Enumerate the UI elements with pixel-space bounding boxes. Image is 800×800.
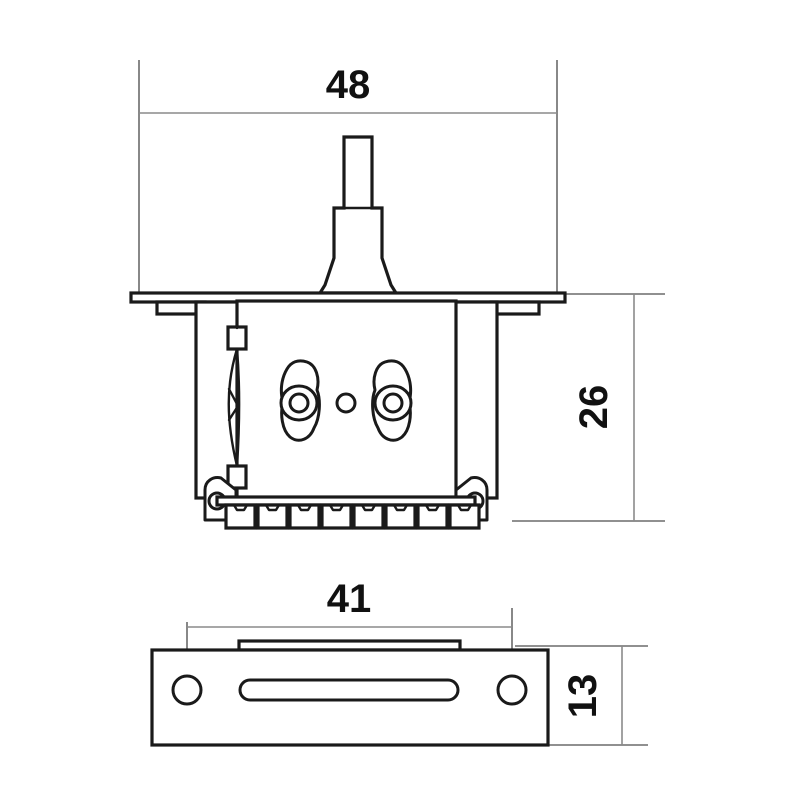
terminal-lug (416, 503, 449, 530)
terminal-lugs (224, 503, 481, 530)
terminal-lug (384, 503, 417, 530)
mounting-hole-right (496, 674, 528, 706)
detent-block-top (226, 325, 248, 351)
terminal-lug (352, 503, 385, 530)
dimension-label-26: 26 (572, 385, 616, 430)
spring-bow-outer (227, 347, 239, 468)
side-rail-right (453, 300, 499, 500)
center-slot (238, 678, 460, 702)
rivet-left-inner (288, 392, 310, 414)
bottom-view (150, 639, 550, 747)
toggle-lever (317, 135, 399, 295)
terminal-lug (320, 503, 353, 530)
dimension-label-48: 48 (326, 63, 371, 107)
terminal-lug (288, 503, 321, 530)
contact-rivets (279, 359, 413, 442)
center-pivot-hole (335, 392, 357, 414)
dimension-48-group: 48 (138, 60, 558, 293)
dimension-26-group: 26 (512, 293, 665, 522)
front-elevation-view (129, 135, 567, 530)
terminal-lug (224, 503, 257, 530)
dimension-label-13: 13 (561, 674, 605, 719)
mounting-hole-left (171, 674, 203, 706)
spring-bow-inner (235, 347, 241, 468)
terminal-lug (256, 503, 289, 530)
detent-spring (226, 318, 248, 498)
dimension-13-group: 13 (515, 645, 648, 746)
spring-detent-notch (227, 387, 240, 422)
terminal-lug (448, 503, 481, 530)
rivet-right-inner (382, 392, 404, 414)
dimension-label-41: 41 (327, 577, 372, 621)
